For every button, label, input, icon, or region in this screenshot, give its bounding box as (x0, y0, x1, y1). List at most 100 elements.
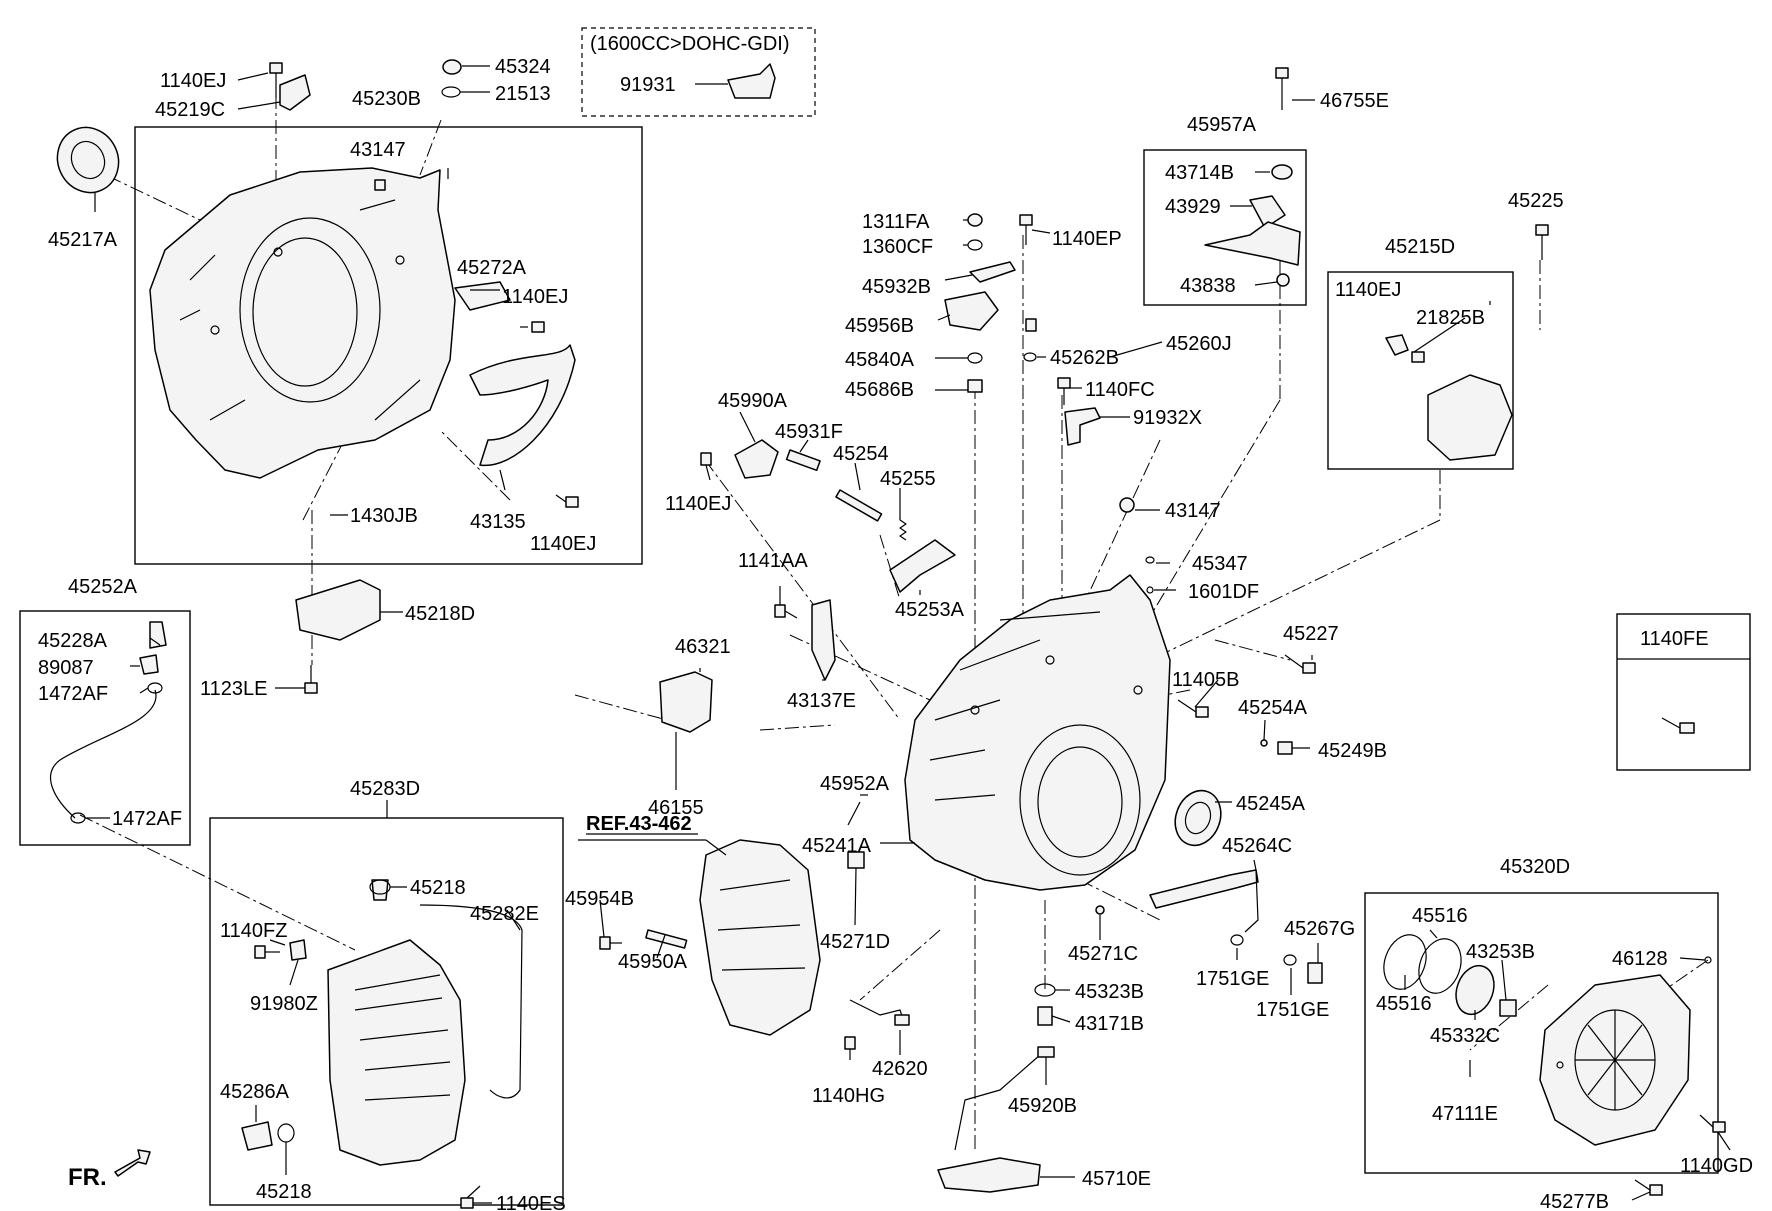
plug-45324 (442, 59, 462, 75)
callout-45267g: 45267G (1284, 918, 1355, 940)
pin-45931f (785, 449, 821, 472)
box-engine-note (581, 27, 816, 117)
callout-21825b: 21825B (1416, 307, 1485, 329)
reference-leader-tip (705, 839, 727, 856)
callout-21513: 21513 (495, 83, 551, 105)
filter-45286a (241, 1121, 273, 1151)
ring-45840a (967, 352, 983, 364)
callout-45332c: 45332C (1430, 1025, 1500, 1047)
box-45252a (19, 610, 191, 846)
clip-89087 (139, 654, 159, 675)
callout-1751ge-b: 1751GE (1256, 999, 1329, 1021)
callout-45228a: 45228A (38, 630, 108, 652)
callout-1430jb: 1430JB (350, 505, 418, 527)
callout-45254: 45254 (833, 443, 889, 465)
shaft-45254 (835, 489, 883, 522)
callout-45272a: 45272A (457, 257, 527, 279)
callout-45950a: 45950A (618, 951, 688, 973)
callout-91980z: 91980Z (250, 993, 318, 1015)
callout-1140ej-e: 1140EJ (530, 533, 596, 555)
valve-cover-45283d (327, 904, 523, 1166)
nut-1311fa (967, 213, 983, 227)
callout-43147-a: 43147 (350, 139, 406, 161)
plug-45267g (1307, 962, 1323, 984)
callout-45323b: 45323B (1075, 981, 1144, 1003)
callout-45990a: 45990A (718, 390, 788, 412)
clamp-1472af-bottom (70, 812, 86, 824)
reference-label: REF.43-462 (586, 813, 692, 835)
box-45320d (1364, 892, 1719, 1174)
callout-45241a: 45241A (802, 835, 872, 857)
callout-89087: 89087 (38, 657, 94, 679)
callout-45227: 45227 (1283, 623, 1339, 645)
callout-45218-b: 45218 (256, 1181, 312, 1203)
oring-45516-a (1383, 934, 1427, 990)
callout-45252a: 45252A (68, 576, 138, 598)
callout-1140fc: 1140FC (1085, 379, 1155, 401)
callout-46321: 46321 (675, 636, 731, 658)
callout-45324: 45324 (495, 56, 551, 78)
lever-45253a (889, 539, 956, 593)
callout-91931: 91931 (620, 74, 676, 96)
callout-45932b: 45932B (862, 276, 931, 298)
callout-45217a: 45217A (48, 229, 118, 251)
callout-45920b: 45920B (1008, 1095, 1077, 1117)
washer-45218-bottom (277, 1123, 295, 1143)
strainer-46321 (659, 671, 713, 733)
clip-42620 (894, 1014, 910, 1026)
clip-45215d (1385, 334, 1409, 356)
bracket-91980z (289, 939, 307, 961)
front-indicator: FR. (68, 1164, 107, 1191)
plate-45710e (937, 1157, 1041, 1193)
callout-45219c: 45219C (155, 99, 225, 121)
callout-45516-b: 45516 (1376, 993, 1432, 1015)
callout-43929: 43929 (1165, 196, 1221, 218)
bracket-45272a (454, 281, 511, 311)
callout-45254a: 45254A (1238, 697, 1308, 719)
box-45230b (134, 126, 643, 565)
plug-45218-top (371, 879, 389, 901)
bracket-91931 (727, 63, 776, 99)
callout-45262b: 45262B (1050, 347, 1119, 369)
callout-42620: 42620 (872, 1058, 928, 1080)
bracket-45218d (295, 579, 381, 641)
callout-45931f: 45931F (775, 421, 843, 443)
valve-body-detail (717, 879, 806, 971)
plug-45249b (1277, 741, 1293, 755)
callout-1140hg: 1140HG (812, 1085, 885, 1107)
mount-bracket-45215d (1427, 374, 1513, 461)
callout-45686b: 45686B (845, 379, 914, 401)
seal-45686b (967, 379, 983, 393)
ring-1751ge-a (1230, 934, 1244, 946)
callout-1140gd: 1140GD (1680, 1155, 1753, 1177)
transmission-case-45241a (904, 574, 1171, 891)
ball-45254a (1260, 739, 1268, 747)
standalone-part-title: 1140FE (1640, 628, 1709, 650)
callout-1140ej-a: 1140EJ (160, 70, 226, 92)
ring-1751ge-b (1283, 954, 1297, 966)
pin-45271c (1095, 905, 1105, 915)
leader-lines (85, 65, 1731, 1204)
callout-45347: 45347 (1192, 553, 1248, 575)
callout-45215d: 45215D (1385, 236, 1455, 258)
sensor-wire-45920b (954, 1054, 1041, 1151)
pipe-45264c (1149, 869, 1259, 909)
callout-43147-b: 43147 (1165, 500, 1221, 522)
pin-45952a (847, 801, 861, 826)
block-21825b (1411, 351, 1425, 363)
bracket-91932x (1064, 407, 1101, 446)
plug-43171b (1037, 1006, 1053, 1026)
rear-cover-ribs (1575, 1010, 1655, 1110)
bushing-43253b (1499, 999, 1517, 1017)
callout-45230b: 45230B (352, 88, 421, 110)
callout-43137e: 43137E (787, 690, 856, 712)
callout-1472af-b: 1472AF (112, 808, 182, 830)
hose-45252a (50, 689, 157, 819)
callout-45840a: 45840A (845, 349, 915, 371)
callout-45271c: 45271C (1068, 943, 1138, 965)
callout-1140es: 1140ES (496, 1193, 566, 1211)
oil-seal-45217a (56, 126, 120, 194)
callout-1140ej-b: 1140EJ (1335, 279, 1401, 301)
valve-body-ref43462 (699, 839, 821, 1036)
plug-43147 (1119, 497, 1135, 513)
